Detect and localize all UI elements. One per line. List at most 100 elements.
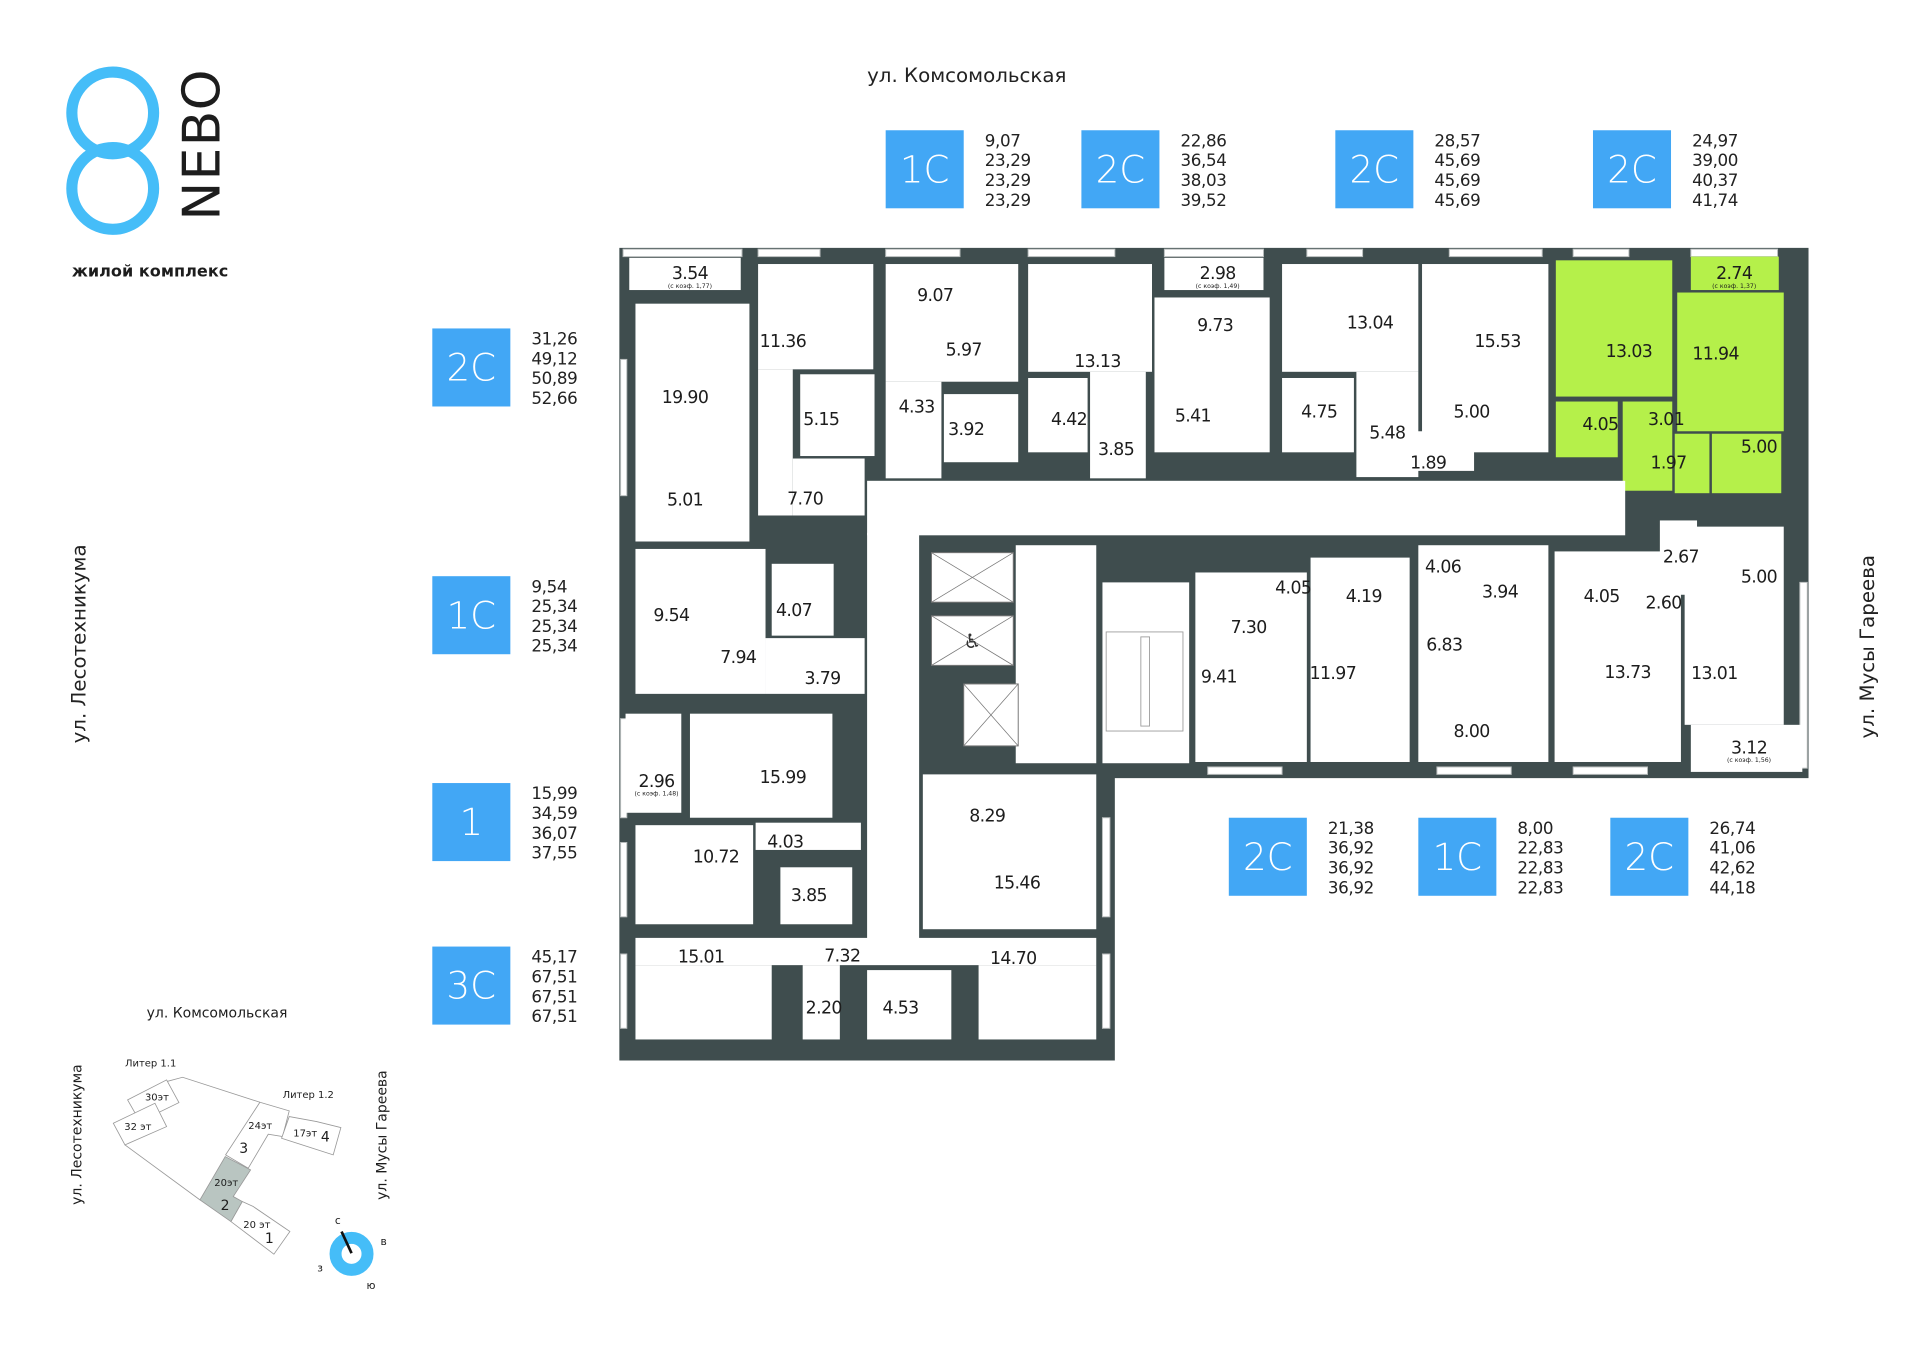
room-area-label: 4.06 bbox=[1425, 558, 1461, 578]
room-area-label: 4.53 bbox=[882, 998, 918, 1018]
area-value: 67,51 bbox=[531, 1006, 577, 1026]
balcony-coefficient-label: (с коэф. 1,77) bbox=[668, 283, 712, 290]
area-value: 40,37 bbox=[1692, 170, 1738, 190]
area-value: 36,92 bbox=[1328, 877, 1374, 897]
balcony-coefficient-label: (с коэф. 1,56) bbox=[1727, 757, 1771, 764]
room-area-label: 19.90 bbox=[662, 388, 709, 408]
logo: NEBO жилой комплекс bbox=[66, 66, 232, 280]
area-value: 36,92 bbox=[1328, 838, 1374, 858]
keymap-section-number: 2 bbox=[221, 1198, 230, 1214]
apartment-type: 1С bbox=[1433, 836, 1483, 879]
apartment-type-box bbox=[432, 946, 511, 1025]
apartment-type: 3С bbox=[447, 965, 497, 1008]
room-area-label: 5.00 bbox=[1454, 403, 1490, 423]
area-value: 21,38 bbox=[1328, 818, 1374, 838]
apartment-type: 2С bbox=[1096, 148, 1146, 191]
room-area-label: 5.01 bbox=[667, 491, 703, 511]
logo-name: NEBO bbox=[172, 68, 232, 220]
area-value: 23,29 bbox=[985, 150, 1031, 170]
apartment-type-box bbox=[432, 576, 511, 655]
wheelchair-icon: ♿ bbox=[964, 630, 982, 653]
street-top: ул. Комсомольская bbox=[867, 64, 1066, 87]
area-value: 45,69 bbox=[1434, 170, 1480, 190]
area-value: 39,00 bbox=[1692, 150, 1738, 170]
area-value: 8,00 bbox=[1517, 818, 1553, 838]
site-keymap: ул. Комсомольская ул. Лесотехникума ул. … bbox=[70, 1005, 391, 1292]
staircase bbox=[1102, 582, 1190, 764]
area-value: 28,57 bbox=[1434, 130, 1480, 150]
keymap-building-32 bbox=[112, 1102, 168, 1146]
apartment-type: 2С bbox=[1350, 148, 1400, 191]
keymap-liter-1-2: Литер 1.2 bbox=[283, 1090, 334, 1101]
room-area-label: 8.29 bbox=[969, 806, 1005, 826]
room-area-label: 5.00 bbox=[1741, 567, 1777, 587]
selected-apartment[interactable] bbox=[1555, 256, 1784, 494]
room-area-label: 13.04 bbox=[1347, 313, 1394, 333]
area-value: 25,34 bbox=[531, 596, 577, 616]
room-area-label: 5.15 bbox=[803, 410, 839, 430]
apartment-type-box bbox=[1081, 130, 1160, 209]
street-left: ул. Лесотехникума bbox=[67, 544, 90, 743]
apartment-legends: 1С9,0723,2923,2923,292С22,8636,5438,0339… bbox=[432, 130, 1756, 1026]
apartment-type-box bbox=[432, 783, 511, 862]
apartment-type-box bbox=[1418, 817, 1497, 896]
area-value: 41,06 bbox=[1709, 838, 1755, 858]
room-area-label: 2.20 bbox=[806, 998, 842, 1018]
room-area-label: 7.32 bbox=[824, 946, 860, 966]
apartment-type: 1 bbox=[460, 801, 484, 844]
room-area-label: 10.72 bbox=[693, 847, 740, 867]
keymap-section-3 bbox=[224, 1101, 290, 1169]
room-area-label: 3.85 bbox=[1098, 440, 1134, 460]
apartment-type: 2С bbox=[1625, 836, 1675, 879]
room-area-label: 3.85 bbox=[791, 886, 827, 906]
area-value: 22,86 bbox=[1180, 130, 1226, 150]
room-area-label: 2.98 bbox=[1200, 264, 1236, 284]
area-value: 67,51 bbox=[531, 966, 577, 986]
keymap-section-2-current bbox=[199, 1156, 252, 1223]
keymap-section-number: 3 bbox=[239, 1141, 248, 1157]
room-area-label: 3.79 bbox=[804, 669, 840, 689]
room-area-label: 3.12 bbox=[1731, 738, 1767, 758]
rooms-top-row bbox=[629, 257, 1549, 542]
area-value: 52,66 bbox=[531, 388, 577, 408]
area-value: 9,54 bbox=[531, 576, 567, 596]
keymap-section-4 bbox=[281, 1116, 342, 1156]
rooms-left-wing bbox=[625, 548, 1097, 1040]
keymap-liter-1-1: Литер 1.1 bbox=[125, 1059, 176, 1070]
common-areas: ♿ bbox=[867, 480, 1626, 942]
room-area-label: 8.00 bbox=[1454, 722, 1490, 742]
keymap-floors-label: 20 эт bbox=[243, 1220, 270, 1231]
room-area-label: 13.01 bbox=[1691, 664, 1738, 684]
room-area-label: 5.00 bbox=[1741, 437, 1777, 457]
room-area-label: 5.97 bbox=[946, 341, 982, 361]
room-area-label: 2.96 bbox=[638, 772, 674, 792]
area-value: 45,69 bbox=[1434, 150, 1480, 170]
compass: с в з ю bbox=[317, 1214, 387, 1292]
apartment-type: 2С bbox=[447, 347, 497, 390]
area-value: 22,83 bbox=[1517, 877, 1563, 897]
apartment-type-box bbox=[1335, 130, 1414, 209]
room-area-label: 4.33 bbox=[899, 398, 935, 418]
area-value: 9,07 bbox=[985, 130, 1021, 150]
area-value: 22,83 bbox=[1517, 838, 1563, 858]
room-area-label: 13.73 bbox=[1604, 663, 1651, 683]
elevator-shaft bbox=[931, 552, 1014, 603]
room-area-label: 11.94 bbox=[1692, 344, 1739, 364]
room-area-label: 4.75 bbox=[1301, 403, 1337, 423]
balcony-coefficient-label: (с коэф. 1,49) bbox=[1196, 283, 1240, 290]
room-area-label: 4.05 bbox=[1582, 415, 1618, 435]
keymap-section-number: 4 bbox=[321, 1130, 330, 1146]
area-value: 50,89 bbox=[531, 368, 577, 388]
room-area-label: 2.67 bbox=[1663, 548, 1699, 568]
room-area-label: 15.53 bbox=[1474, 332, 1521, 352]
compass-needle bbox=[340, 1230, 353, 1254]
area-value: 37,55 bbox=[531, 843, 577, 863]
apartment-type: 1С bbox=[900, 148, 950, 191]
area-value: 15,99 bbox=[531, 783, 577, 803]
room-area-label: 2.60 bbox=[1646, 593, 1682, 613]
